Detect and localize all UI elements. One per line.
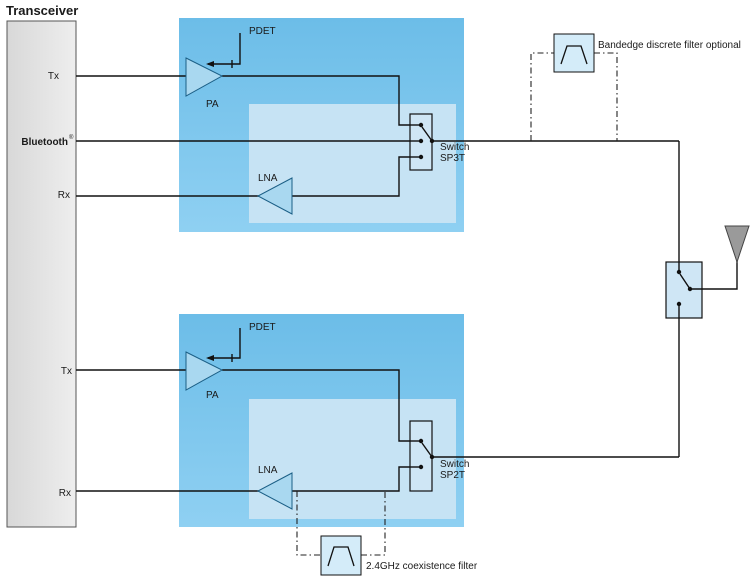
bandedge-filter-path (530, 52, 618, 141)
switch-sp3t (409, 113, 435, 171)
pdet-bottom-label: PDET (249, 322, 276, 333)
lna-top-label: LNA (258, 173, 278, 184)
transceiver-block (6, 20, 77, 528)
pa-top-label: PA (206, 99, 219, 110)
switch-top-label-2: SP3T (440, 153, 465, 164)
lna-bottom (256, 472, 293, 510)
coexistence-filter-path (296, 491, 386, 556)
port-bluetooth: Bluetooth (21, 137, 68, 148)
lna-bottom-label: LNA (258, 465, 278, 476)
coexistence-filter-icon (320, 535, 362, 576)
bandedge-filter-icon (553, 33, 595, 73)
switch-sp2t (409, 420, 435, 492)
port-tx-bottom: Tx (61, 366, 72, 377)
lna-top (256, 177, 293, 215)
wires-bottom (76, 318, 680, 492)
registered-mark: ® (69, 134, 74, 141)
switch-bottom-label-1: Switch (440, 459, 469, 470)
pa-top (185, 57, 224, 97)
port-rx-top: Rx (58, 190, 70, 201)
pa-bottom-label: PA (206, 390, 219, 401)
port-tx-top: Tx (48, 71, 59, 82)
pdet-top-label: PDET (249, 26, 276, 37)
switch-bottom-label-2: SP2T (440, 470, 465, 481)
coexistence-filter-label: 2.4GHz coexistence filter (366, 561, 478, 572)
switch-top-label-1: Switch (440, 142, 469, 153)
transceiver-title: Transceiver (6, 3, 78, 18)
bandedge-filter-label: Bandedge discrete filter optional (598, 40, 741, 51)
pa-bottom (185, 351, 224, 391)
antenna-icon (724, 225, 750, 264)
port-rx-bottom: Rx (59, 488, 71, 499)
wires-top (76, 33, 680, 262)
antenna-switch (665, 258, 738, 319)
